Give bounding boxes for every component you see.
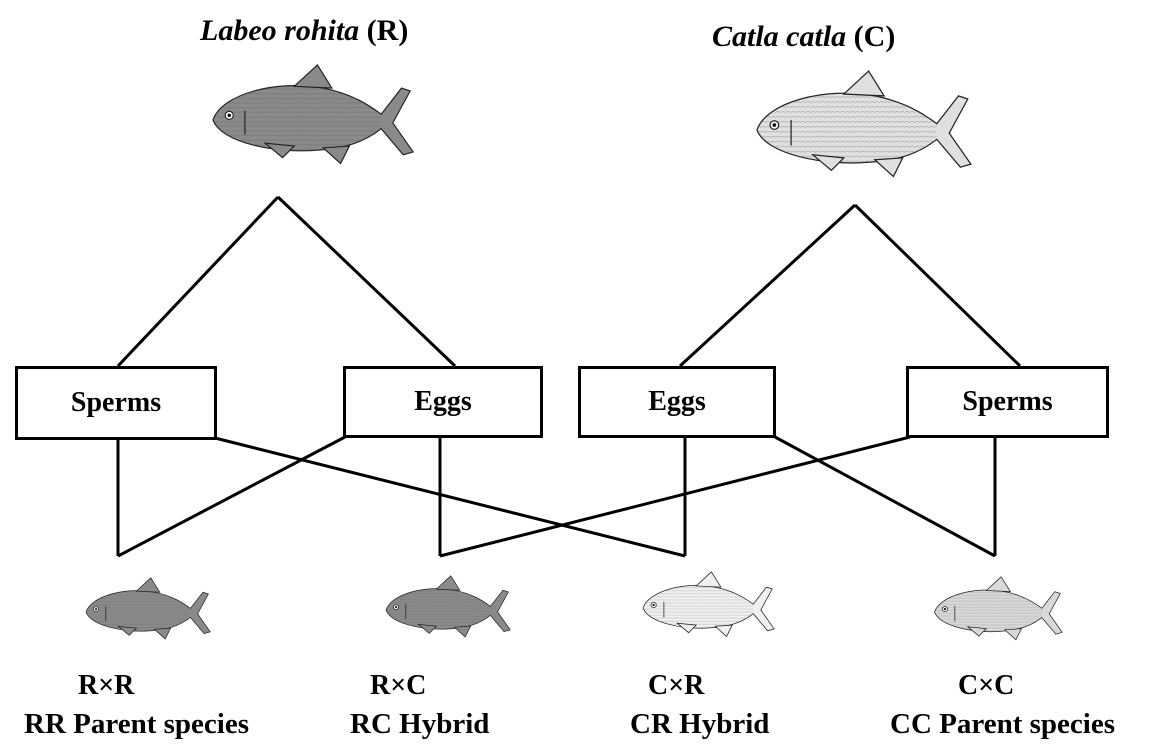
gamete-label: Eggs [648,386,706,418]
fish-icon [213,65,413,164]
offspring-label-rc: RC Hybrid [350,708,489,741]
cross-label-cr: C×R [648,670,704,702]
fish-icon [935,577,1063,640]
gamete-label: Sperms [71,387,161,419]
gamete-box-rohu-eggs: Eggs [343,366,543,438]
gamete-box-catla-sperms: Sperms [906,366,1109,438]
cross-label-cc: C×C [958,670,1014,702]
gamete-box-rohu-sperms: Sperms [15,366,217,440]
fish-icon [757,71,971,176]
cross-label-rc: R×C [370,670,426,702]
fish-icon [86,578,210,639]
offspring-label-cc: CC Parent species [890,708,1115,741]
cross-label-rr: R×R [78,670,134,702]
gamete-label: Eggs [414,386,472,418]
connector-lines [118,197,1020,556]
fish-icon [643,572,774,637]
gamete-label: Sperms [962,386,1052,418]
fish-icon [386,576,510,637]
gamete-box-catla-eggs: Eggs [578,366,776,438]
offspring-label-cr: CR Hybrid [630,708,769,741]
offspring-label-rr: RR Parent species [24,708,249,741]
